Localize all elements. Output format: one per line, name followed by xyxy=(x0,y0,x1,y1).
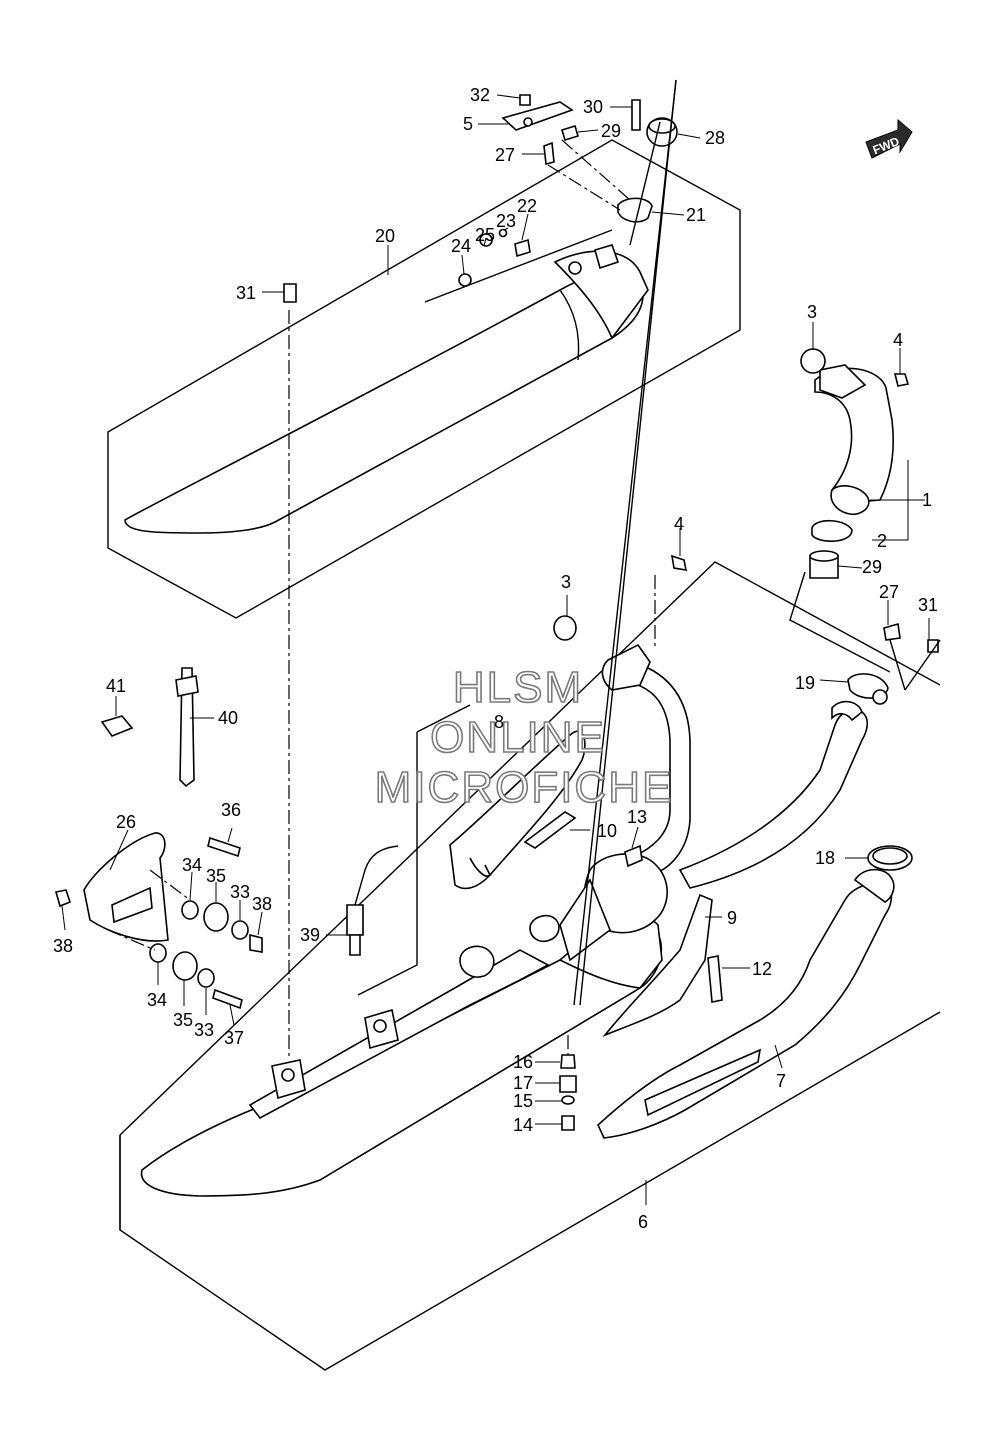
watermark-line-3: MICROFICHE xyxy=(375,763,674,812)
callout-29: 29 xyxy=(601,121,621,141)
callout-38-left: 38 xyxy=(53,936,73,956)
callout-12: 12 xyxy=(752,959,772,979)
callout-28: 28 xyxy=(705,128,725,148)
callout-2: 2 xyxy=(877,531,887,551)
callout-33-upper: 33 xyxy=(230,882,250,902)
callout-13: 13 xyxy=(627,807,647,827)
callout-27: 27 xyxy=(495,145,515,165)
callout-17: 17 xyxy=(513,1073,533,1093)
callout-32: 32 xyxy=(470,85,490,105)
heat-shields xyxy=(449,730,723,1037)
callout-22: 22 xyxy=(517,196,537,216)
callout-27-right: 27 xyxy=(879,582,899,602)
callout-29-right: 29 xyxy=(862,557,882,577)
callout-8: 8 xyxy=(494,712,504,732)
callout-37: 37 xyxy=(224,1028,244,1048)
watermark-line-1: HLSM xyxy=(453,663,583,712)
callout-6: 6 xyxy=(638,1212,648,1232)
callout-31: 31 xyxy=(236,283,256,303)
callout-34-upper: 34 xyxy=(182,855,202,875)
callout-9: 9 xyxy=(727,908,737,928)
small-parts xyxy=(54,94,939,1131)
fwd-label: FWD xyxy=(871,134,902,157)
callout-40: 40 xyxy=(218,708,238,728)
callout-16: 16 xyxy=(513,1052,533,1072)
callout-24: 24 xyxy=(451,236,471,256)
callout-39: 39 xyxy=(300,925,320,945)
callout-33-lower: 33 xyxy=(194,1020,214,1040)
callout-1: 1 xyxy=(922,490,932,510)
callout-7: 7 xyxy=(776,1071,786,1091)
callout-20: 20 xyxy=(375,226,395,246)
watermark: HLSM ONLINE MICROFICHE xyxy=(374,662,674,813)
forward-arrow-icon: FWD xyxy=(865,118,913,159)
callout-10: 10 xyxy=(597,821,617,841)
callout-35-lower: 35 xyxy=(173,1010,193,1030)
leader-lines xyxy=(61,94,930,1205)
callout-18: 18 xyxy=(815,848,835,868)
callout-4-upper: 4 xyxy=(893,330,903,350)
callout-38-right: 38 xyxy=(252,894,272,914)
callout-41: 41 xyxy=(106,676,126,696)
callout-30: 30 xyxy=(583,97,603,117)
callout-26: 26 xyxy=(116,812,136,832)
upper-muffler-box xyxy=(107,139,741,619)
callout-3-lower: 3 xyxy=(561,572,571,592)
callout-25: 25 xyxy=(475,225,495,245)
callout-15: 15 xyxy=(513,1091,533,1111)
callout-23: 23 xyxy=(496,211,516,231)
callout-labels: 32 5 30 29 28 27 21 20 22 23 25 24 31 3 … xyxy=(53,85,938,1232)
alignment-lines xyxy=(107,79,941,1060)
callout-36: 36 xyxy=(221,800,241,820)
callout-35-upper: 35 xyxy=(206,866,226,886)
callout-14: 14 xyxy=(513,1115,533,1135)
callout-34-lower: 34 xyxy=(147,990,167,1010)
lower-muffler-box xyxy=(119,561,941,1371)
callout-4-lower: 4 xyxy=(674,514,684,534)
callout-19: 19 xyxy=(795,673,815,693)
callout-31-right: 31 xyxy=(918,595,938,615)
exhaust-pipes xyxy=(559,364,895,1139)
callout-3-upper: 3 xyxy=(807,302,817,322)
watermark-line-2: ONLINE xyxy=(430,713,606,762)
callout-5: 5 xyxy=(463,114,473,134)
callout-21: 21 xyxy=(686,205,706,225)
